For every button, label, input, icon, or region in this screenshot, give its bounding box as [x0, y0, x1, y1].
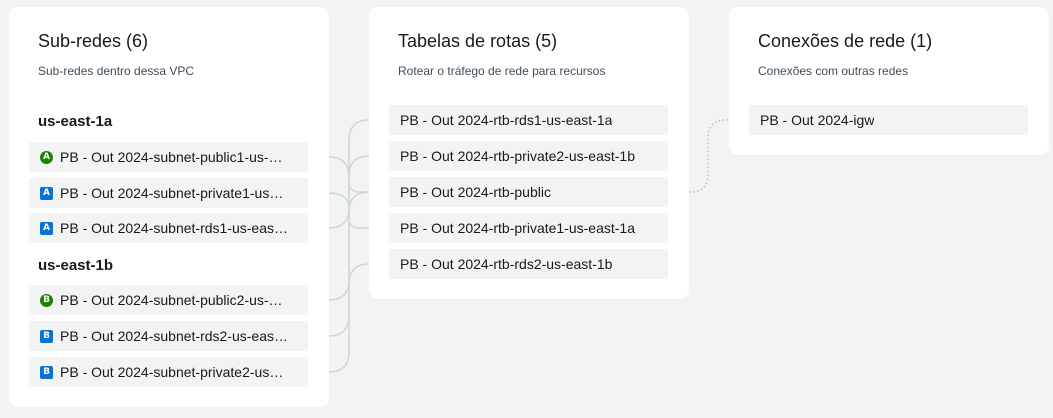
route-table-label: PB - Out 2024-rtb-private1-us-east-1a [400, 220, 635, 236]
public-subnet-icon: B [40, 293, 53, 307]
subnet-label: PB - Out 2024-subnet-private1-us… [60, 185, 284, 201]
route-table-label: PB - Out 2024-rtb-private2-us-east-1b [400, 148, 635, 164]
network-connections-panel: Conexões de rede (1) Conexões com outras… [729, 7, 1049, 155]
route-table-label: PB - Out 2024-rtb-rds2-us-east-1b [400, 256, 613, 272]
network-connection-label: PB - Out 2024-igw [760, 112, 875, 128]
route-table-item[interactable]: PB - Out 2024-rtb-rds1-us-east-1a [389, 105, 668, 135]
subnet-label: PB - Out 2024-subnet-rds2-us-eas… [60, 328, 288, 344]
route-table-label: PB - Out 2024-rtb-public [400, 184, 551, 200]
subnet-label: PB - Out 2024-subnet-public1-us-… [60, 149, 283, 165]
subnet-label: PB - Out 2024-subnet-public2-us-… [60, 292, 283, 308]
network-connections-panel-title: Conexões de rede (1) [758, 31, 933, 51]
network-connection-item[interactable]: PB - Out 2024-igw [749, 105, 1028, 135]
subnet-label: PB - Out 2024-subnet-private2-us… [60, 364, 284, 380]
route-table-item[interactable]: PB - Out 2024-rtb-public [389, 177, 668, 207]
route-table-item[interactable]: PB - Out 2024-rtb-private1-us-east-1a [389, 213, 668, 243]
private-subnet-icon: A [40, 186, 53, 200]
public-subnet-icon: A [40, 150, 53, 164]
route-table-item[interactable]: PB - Out 2024-rtb-private2-us-east-1b [389, 141, 668, 171]
subnets-panel-subtitle: Sub-redes dentro dessa VPC [38, 64, 195, 78]
route-tables-panel: Tabelas de rotas (5) Rotear o tráfego de… [369, 7, 689, 299]
route-tables-panel-title: Tabelas de rotas (5) [398, 31, 558, 51]
private-subnet-icon: A [40, 221, 53, 235]
subnet-item-rds1[interactable]: A PB - Out 2024-subnet-rds1-us-eas… [29, 213, 308, 243]
subnet-item-private2[interactable]: B PB - Out 2024-subnet-private2-us… [29, 357, 308, 387]
availability-zone-heading: us-east-1b [38, 257, 114, 274]
route-table-label: PB - Out 2024-rtb-rds1-us-east-1a [400, 112, 613, 128]
subnet-label: PB - Out 2024-subnet-rds1-us-eas… [60, 220, 288, 236]
network-connections-panel-subtitle: Conexões com outras redes [758, 64, 909, 78]
private-subnet-icon: B [40, 365, 53, 379]
subnet-item-public2[interactable]: B PB - Out 2024-subnet-public2-us-… [29, 285, 308, 315]
route-tables-panel-subtitle: Rotear o tráfego de rede para recursos [398, 64, 606, 78]
availability-zone-heading: us-east-1a [38, 113, 113, 130]
subnets-panel: Sub-redes (6) Sub-redes dentro dessa VPC… [9, 7, 329, 407]
subnet-item-rds2[interactable]: B PB - Out 2024-subnet-rds2-us-eas… [29, 321, 308, 351]
route-table-item[interactable]: PB - Out 2024-rtb-rds2-us-east-1b [389, 249, 668, 279]
subnet-item-private1[interactable]: A PB - Out 2024-subnet-private1-us… [29, 178, 308, 208]
subnet-item-public1[interactable]: A PB - Out 2024-subnet-public1-us-… [29, 142, 308, 172]
private-subnet-icon: B [40, 329, 53, 343]
subnets-panel-title: Sub-redes (6) [38, 31, 149, 51]
